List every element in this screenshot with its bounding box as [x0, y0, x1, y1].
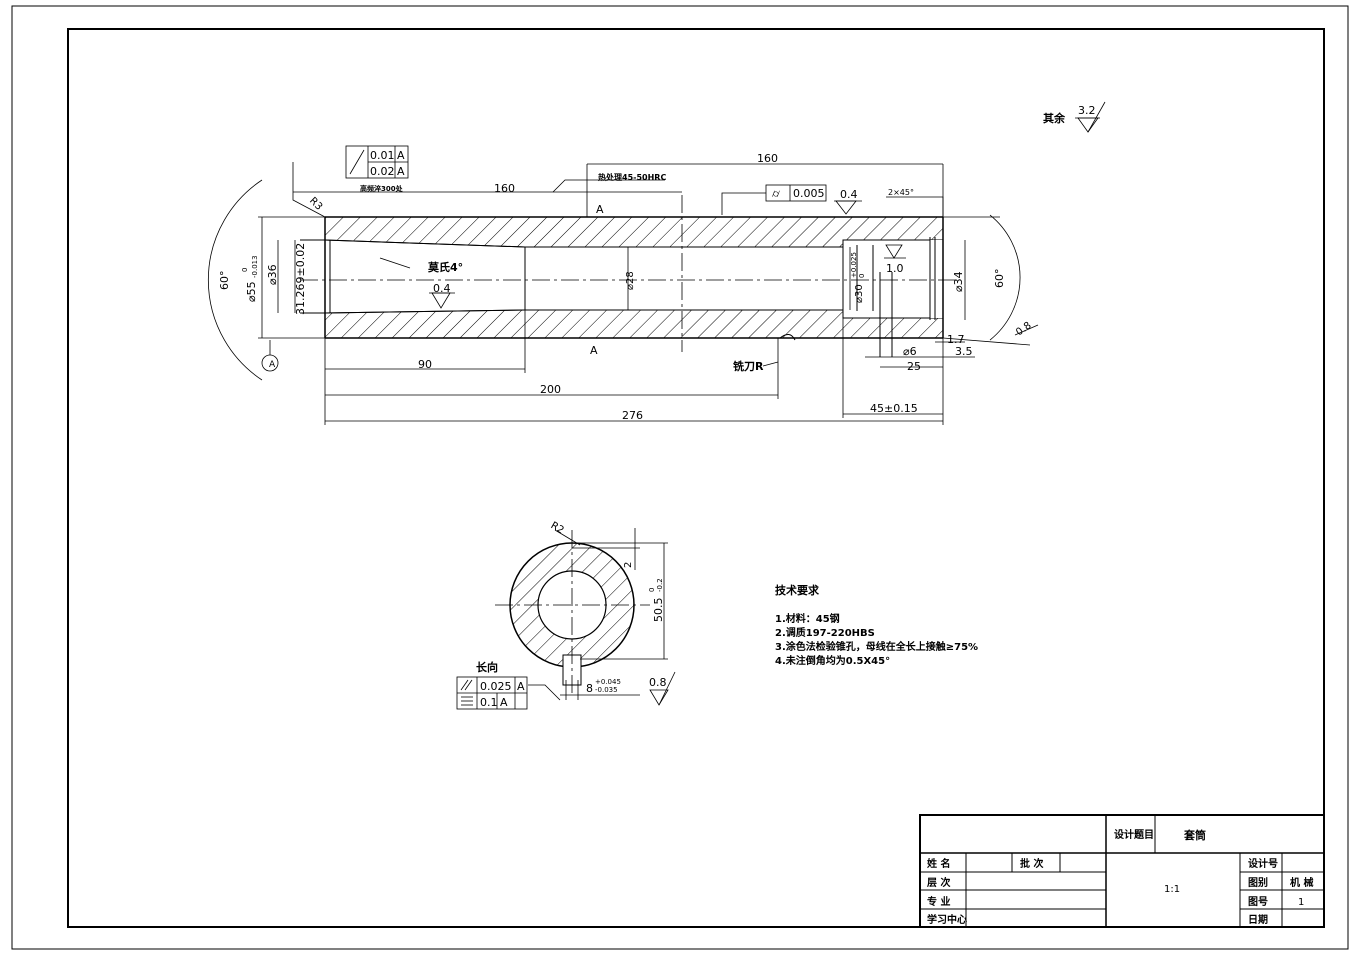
design-no-label: 设计号 — [1248, 857, 1278, 870]
dim-25: 25 — [907, 360, 921, 373]
dim-key-tol-up: +0.045 — [595, 678, 621, 686]
dim-160-left: 160 — [494, 182, 515, 195]
dim-276: 276 — [622, 409, 643, 422]
dim-200: 200 — [540, 383, 561, 396]
dim-angle-right: 60° — [993, 269, 1006, 289]
high-freq-note: 高频淬300处 — [360, 184, 404, 193]
long-view-label: 长向 — [476, 660, 498, 674]
tech-req-item-1: 1.材料：45钢 — [775, 612, 840, 625]
dim-phi28: ⌀28 — [625, 271, 636, 290]
dim-1-0: 1.0 — [886, 262, 904, 275]
dim-50-5-tol-up: 0 — [648, 588, 656, 592]
dim-1-7: 1.7 — [947, 333, 965, 346]
roughness-rest-label: 其余 — [1043, 111, 1066, 125]
dim-phi30: ⌀30 — [854, 284, 865, 303]
dim-phi30-tol-up: +0.025 — [850, 252, 858, 278]
dim-r2: R2 — [549, 520, 566, 536]
tech-req-item-2: 2.调质197-220HBS — [775, 626, 875, 639]
dim-160-right: 160 — [757, 152, 778, 165]
category-label: 图别 — [1248, 876, 1268, 889]
name-label: 姓 名 — [926, 857, 950, 870]
level-label: 层 次 — [927, 876, 950, 889]
main-view-labels: 其余 3.2 0.01 A 0.02 A ⌭ 0.005 高频淬300处 160… — [218, 104, 1096, 422]
dim-45: 45±0.15 — [870, 402, 918, 415]
tech-req-item-3: 3.涂色法检验锥孔，母线在全长上接触≥75% — [775, 640, 978, 653]
sleeve-main-view — [300, 195, 960, 357]
datum-a-label: A — [269, 360, 276, 370]
milling-note: 铣刀R — [733, 359, 764, 373]
section-mark-bottom: A — [590, 344, 598, 357]
heat-treat-note: 热处理45-50HRC — [598, 172, 666, 182]
dim-2: 2 — [623, 562, 634, 568]
major-label: 专 业 — [927, 895, 950, 908]
dim-chamfer: 2×45° — [888, 188, 914, 197]
dim-phi36: ⌀36 — [266, 264, 279, 285]
scale-value: 1:1 — [1164, 884, 1180, 895]
runout-bottom-value: 0.02 — [370, 165, 395, 178]
dim-phi30-tol-low: 0 — [858, 274, 866, 278]
drawing-no-label: 图号 — [1248, 896, 1268, 908]
batch-label: 批 次 — [1020, 857, 1043, 870]
cross-section-view — [495, 528, 676, 706]
design-topic-label: 设计题目 — [1114, 828, 1154, 841]
cylindricity-icon: ⌭ — [772, 187, 780, 200]
drawing-no-value: 1 — [1298, 897, 1304, 908]
runout-top-value: 0.01 — [370, 149, 395, 162]
date-label: 日期 — [1248, 913, 1268, 926]
dim-phi3126: 31.269±0.02 — [294, 243, 307, 315]
dim-90: 90 — [418, 358, 432, 371]
inner-border — [67, 28, 1325, 928]
upper-wall-hatch — [324, 216, 944, 248]
outer-border — [11, 5, 1349, 950]
section-mark-top: A — [596, 203, 604, 216]
dim-angle-left: 60° — [218, 271, 231, 291]
roughness-slot: 0.8 — [1014, 320, 1033, 338]
title-block-text: 设计题目 套筒 姓 名 批 次 层 次 专 业 学习中心 1:1 设计号 图别 … — [926, 828, 1313, 926]
dim-3-5: 3.5 — [955, 345, 973, 358]
tolerance-frames-main — [261, 101, 1106, 372]
lower-wall-hatch — [324, 309, 944, 339]
roughness-rest-value: 3.2 — [1078, 104, 1096, 117]
runout-top-datum: A — [397, 149, 405, 162]
symmetry-datum: A — [500, 696, 508, 709]
design-topic-value: 套筒 — [1184, 828, 1206, 842]
category-value: 机 械 — [1290, 876, 1313, 889]
parallel-datum: A — [517, 680, 525, 693]
tech-req-title: 技术要求 — [775, 583, 820, 597]
dim-phi55: ⌀55 — [245, 281, 258, 302]
center-label: 学习中心 — [927, 913, 967, 926]
dim-phi55-tol-low: -0.013 — [251, 255, 259, 278]
dim-phi55-tol-up: 0 — [241, 268, 249, 272]
section-tolerance-frames — [456, 676, 528, 710]
parallel-value: 0.025 — [480, 680, 512, 693]
runout-bottom-datum: A — [397, 165, 405, 178]
cylindricity-value: 0.005 — [793, 187, 825, 200]
dim-50-5-tol-low: -0.2 — [656, 578, 664, 592]
main-dimensions — [207, 163, 1031, 425]
title-block — [919, 814, 1325, 928]
dim-phi6: ⌀6 — [903, 345, 917, 358]
dim-key-width: 8 — [586, 682, 593, 695]
symmetry-value: 0.1 — [480, 696, 498, 709]
tech-req-item-4: 4.未注倒角均为0.5X45° — [775, 654, 890, 667]
dim-50-5: 50.5 — [652, 598, 665, 623]
roughness-key: 0.8 — [649, 676, 667, 689]
roughness-taper: 0.4 — [433, 282, 451, 295]
morse-taper-note: 莫氏4° — [427, 260, 463, 274]
roughness-bore: 0.4 — [840, 188, 858, 201]
dim-r3: R3 — [307, 196, 324, 213]
dim-key-tol-low: -0.035 — [595, 686, 618, 694]
dim-phi34: ⌀34 — [952, 271, 965, 292]
technical-requirements: 技术要求 1.材料：45钢 2.调质197-220HBS 3.涂色法检验锥孔，母… — [775, 583, 978, 667]
section-labels: 长向 0.025 A 0.1 A R2 2 50.5 0 -0.2 8 +0.0… — [476, 520, 667, 709]
